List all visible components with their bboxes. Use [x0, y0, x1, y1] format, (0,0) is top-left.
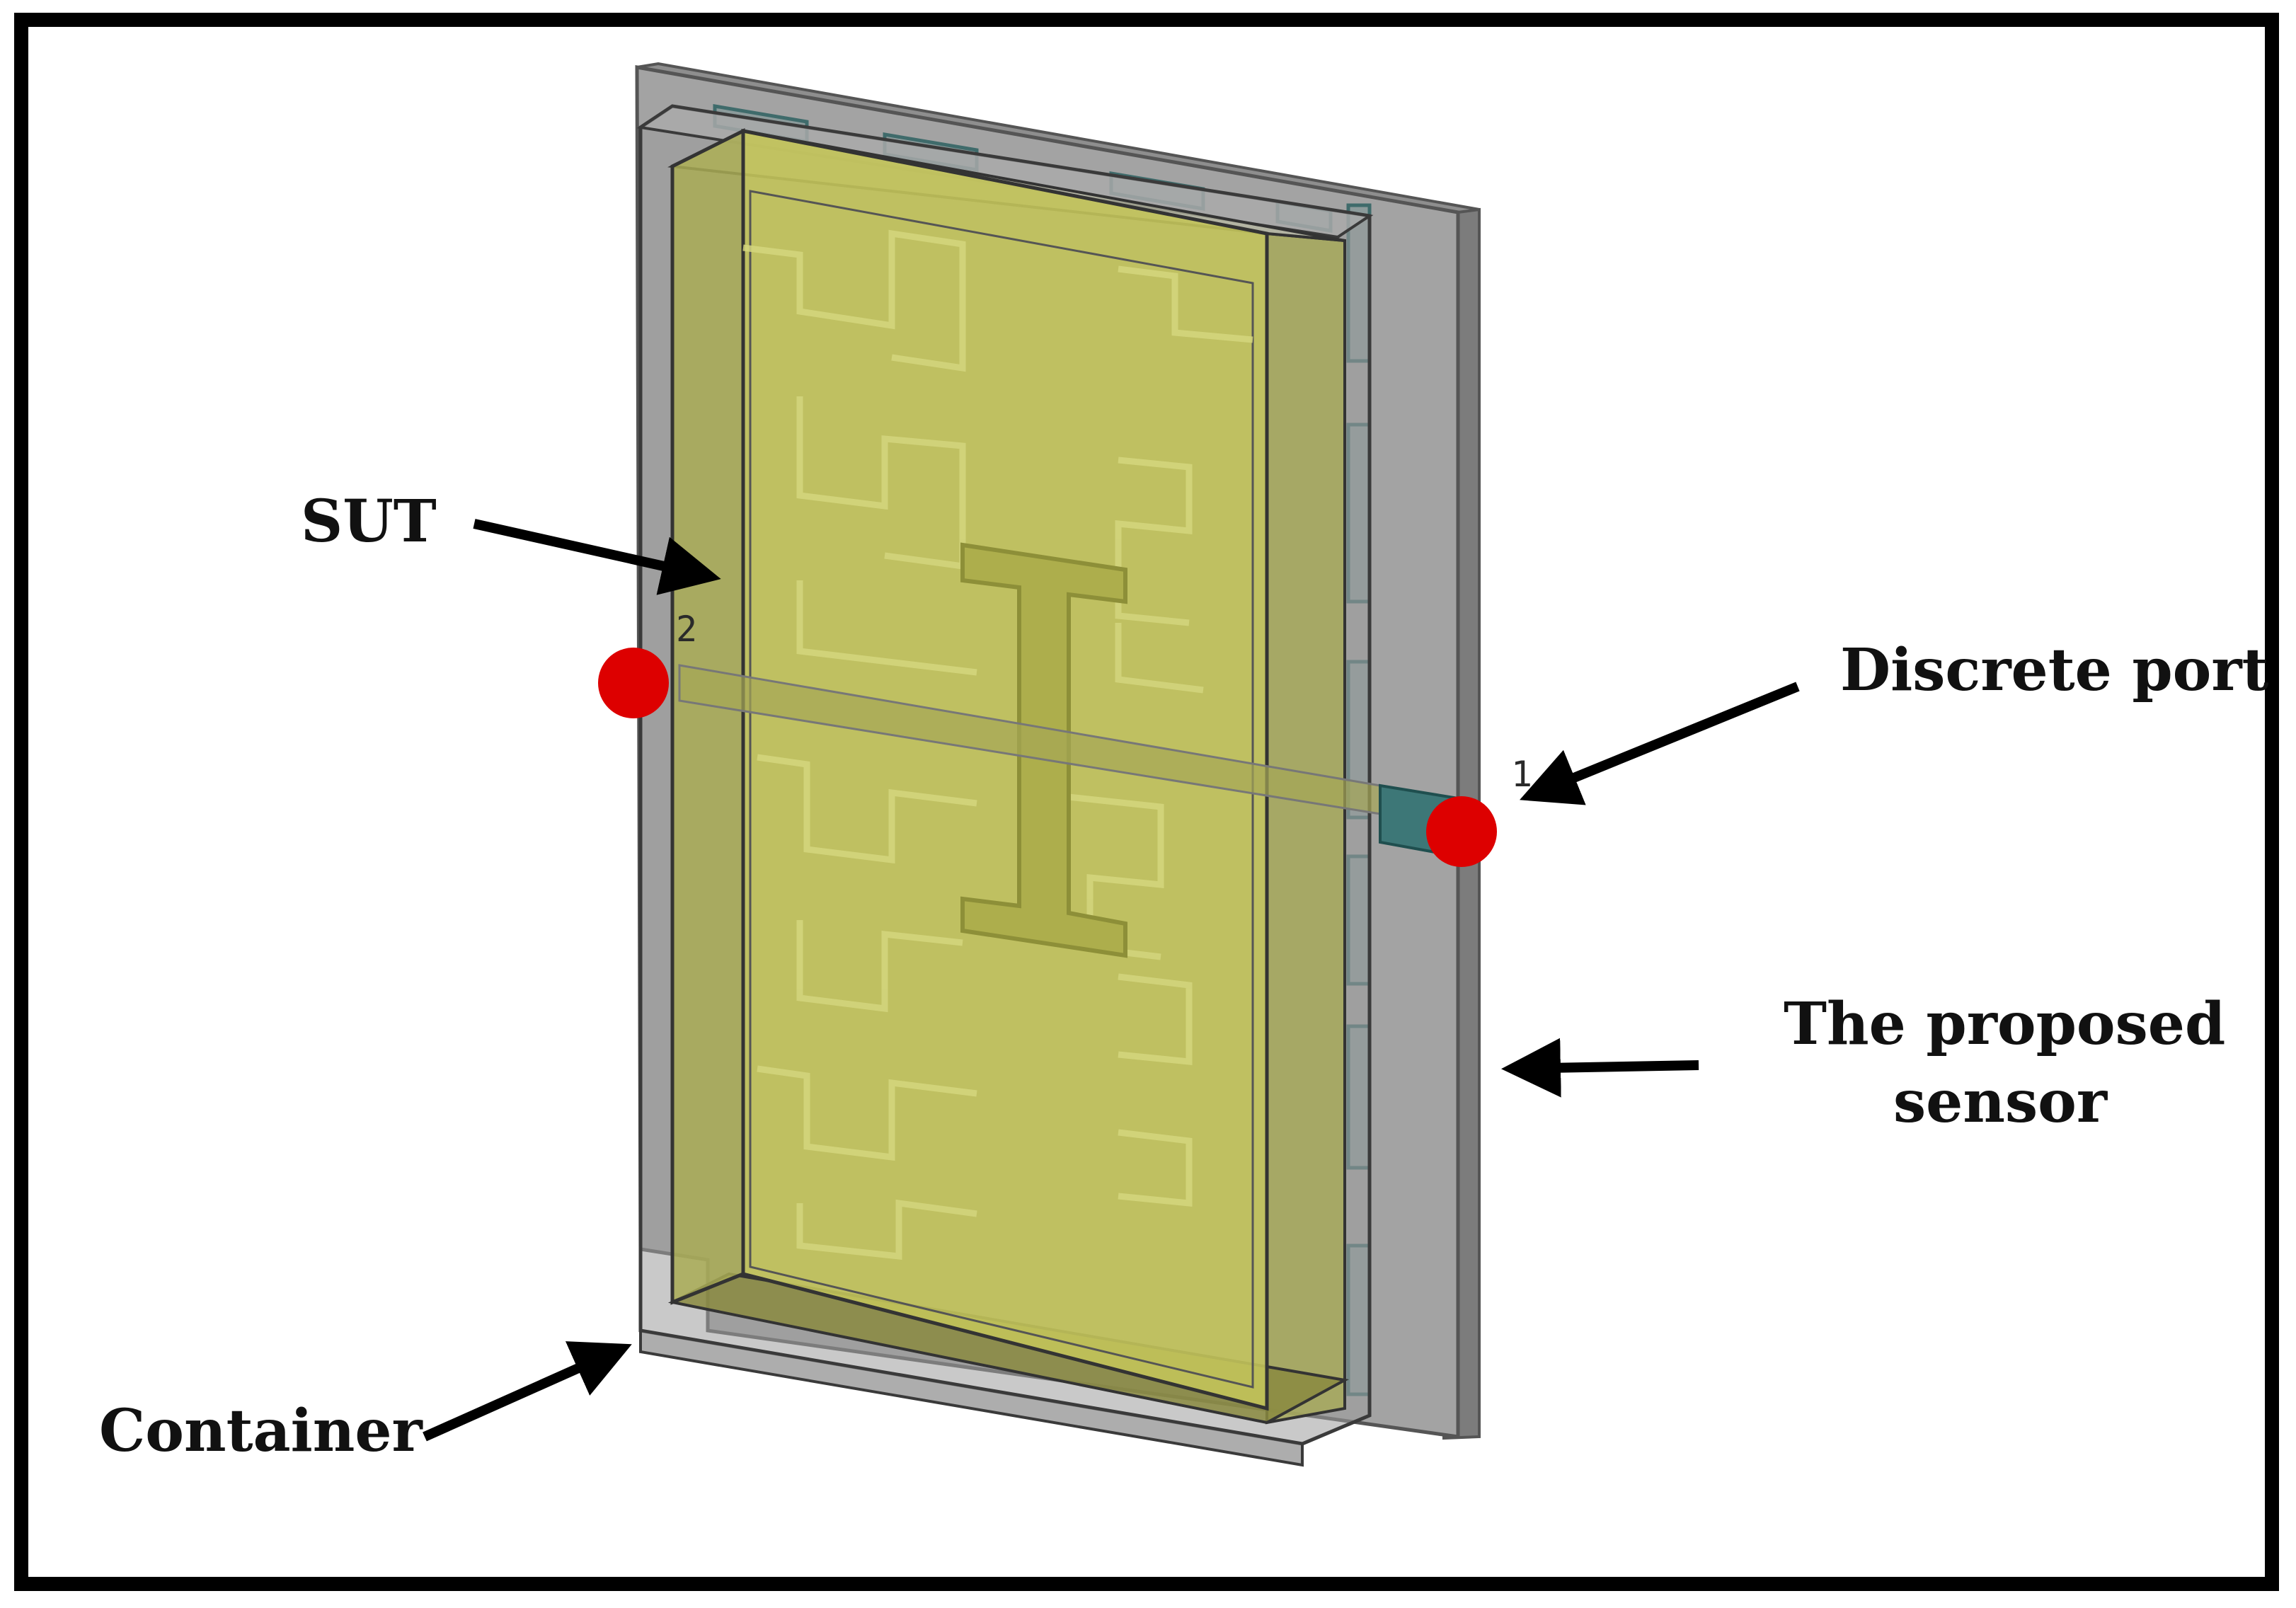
label-container: Container — [99, 1397, 423, 1465]
port-1-marker — [1426, 796, 1497, 867]
arrow-proposed-sensor — [1501, 1038, 1699, 1098]
port-2-number: 2 — [676, 609, 698, 650]
arrow-sut — [473, 519, 721, 595]
arrow-container — [423, 1341, 632, 1442]
label-discrete-port: Discrete port — [1840, 636, 2269, 704]
sut-block — [667, 127, 1350, 1425]
label-proposed-sensor-line2: sensor — [1893, 1068, 2108, 1136]
port-2-marker — [598, 648, 669, 718]
label-sut: SUT — [301, 488, 437, 556]
port-1-number: 1 — [1511, 754, 1533, 795]
label-proposed-sensor-line1: The proposed — [1784, 990, 2226, 1058]
arrow-discrete-port — [1520, 682, 1800, 805]
